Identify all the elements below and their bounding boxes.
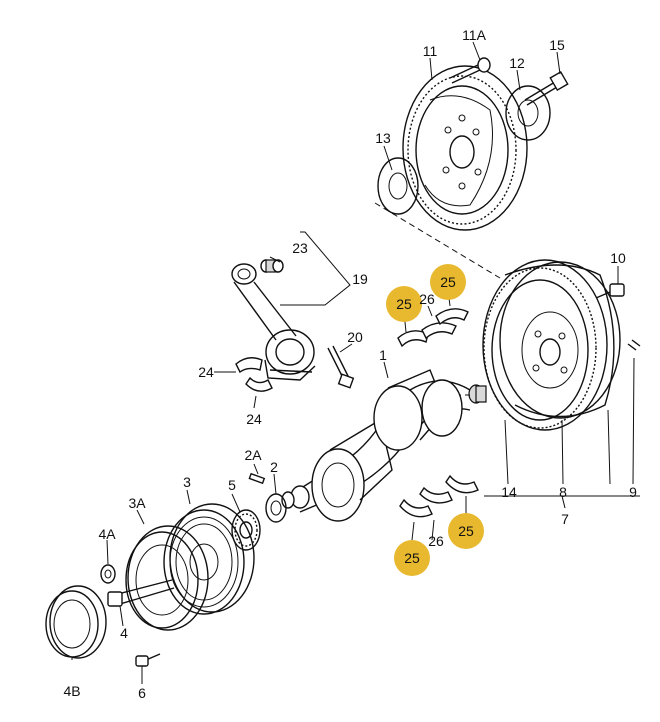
bearing-shells-upper (397, 308, 469, 348)
label-24-lower: 24 (246, 411, 262, 427)
washer-4a (100, 564, 116, 584)
connecting-rod (231, 263, 316, 381)
highlight-25-c[interactable]: 25 (394, 540, 430, 576)
spacer-ring-12 (505, 85, 551, 141)
dowel-pin-9 (627, 339, 641, 351)
cap-4b (45, 585, 107, 659)
highlight-circle (430, 264, 466, 300)
vibration-damper-3 (163, 503, 255, 615)
bolt-15 (524, 70, 569, 106)
label-4a: 4A (98, 526, 116, 542)
label-3a: 3A (128, 495, 146, 511)
label-2: 2 (270, 459, 278, 475)
bolt-10 (595, 283, 625, 299)
label-23: 23 (292, 240, 308, 256)
label-4: 4 (120, 625, 128, 641)
bolt-6 (135, 653, 161, 667)
bolt-11a (449, 57, 491, 84)
highlight-label: 25 (404, 550, 420, 566)
bearing-shell-24-upper (235, 357, 263, 374)
label-26-lower: 26 (428, 533, 444, 549)
pulley-3a (125, 525, 209, 631)
bearing-shell-24-lower (245, 376, 273, 392)
label-26-upper: 26 (419, 291, 435, 307)
label-11a: 11A (462, 27, 487, 43)
label-19: 19 (352, 271, 368, 287)
label-7: 7 (561, 511, 569, 527)
label-6: 6 (138, 685, 146, 701)
label-20: 20 (347, 329, 363, 345)
label-24-upper: 24 (198, 364, 214, 380)
sprocket-5 (231, 509, 261, 551)
spacer-ring-13 (377, 157, 419, 215)
drive-plate (402, 65, 528, 231)
bolt-20 (327, 345, 355, 389)
bearing-shells-lower (399, 474, 479, 518)
leader-lines (71, 41, 640, 684)
label-11: 11 (423, 43, 438, 59)
highlight-circle (394, 540, 430, 576)
highlight-label: 25 (396, 296, 412, 312)
highlight-circle (386, 286, 422, 322)
highlight-25-b[interactable]: 25 (430, 264, 466, 300)
flywheel (482, 259, 621, 431)
label-12: 12 (509, 55, 525, 71)
highlight-label: 25 (440, 274, 456, 290)
key-2a (248, 472, 266, 485)
label-10: 10 (610, 250, 626, 266)
label-4b: 4B (63, 683, 80, 699)
crankshaft (281, 369, 471, 522)
bolt-4 (107, 579, 175, 607)
highlight-25-a[interactable]: 25 (386, 286, 422, 322)
pilot-bearing-14 (468, 384, 487, 404)
label-2a: 2A (244, 447, 262, 463)
bushing-23 (260, 259, 284, 273)
label-8: 8 (559, 484, 567, 500)
seal-2 (265, 493, 287, 523)
label-5: 5 (228, 477, 236, 493)
highlight-label: 25 (458, 523, 474, 539)
label-3: 3 (183, 474, 191, 490)
label-14: 14 (501, 484, 517, 500)
label-13: 13 (375, 130, 391, 146)
highlight-25-d[interactable]: 25 (448, 513, 484, 549)
label-9: 9 (629, 484, 637, 500)
label-1: 1 (379, 347, 387, 363)
label-15: 15 (549, 37, 565, 53)
assembly-line-driveplate (374, 202, 501, 279)
highlight-circle (448, 513, 484, 549)
